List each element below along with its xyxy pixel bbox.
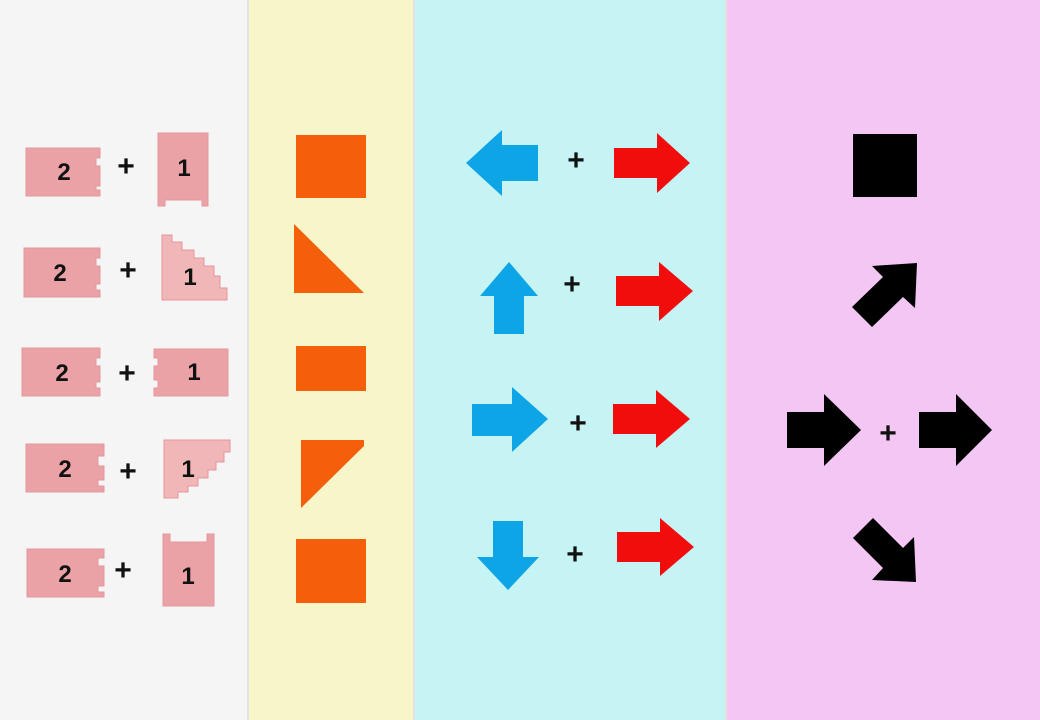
orange-square	[296, 135, 366, 198]
piece-two	[25, 147, 101, 197]
arrow-row-4: +	[477, 518, 694, 590]
results-column	[726, 0, 1040, 720]
black-right-arrow	[919, 394, 992, 466]
piece-two	[23, 247, 101, 298]
plus-sign: +	[563, 268, 581, 301]
red-right-arrow	[617, 518, 694, 576]
piece-two	[26, 548, 105, 598]
plus-sign: +	[567, 144, 585, 177]
black-down-right-arrow	[853, 518, 916, 582]
plus-sign: +	[566, 538, 584, 571]
blue-up-arrow	[480, 262, 538, 334]
black-right-arrow	[787, 394, 861, 466]
column-divider	[413, 0, 415, 720]
plus-sign: +	[114, 554, 132, 587]
puzzle-pieces: 2 + 1 2 + 1 2 + 1 2 + 1 2 + 1	[21, 132, 231, 607]
plus-sign: +	[569, 407, 587, 440]
orange-rectangle	[296, 346, 366, 391]
arrow-row-1: +	[466, 130, 690, 196]
piece-one-label: 1	[181, 456, 194, 483]
piece-row-2: 2 + 1	[23, 234, 228, 301]
piece-row-5: 2 + 1	[26, 533, 215, 607]
piece-one-label: 1	[183, 264, 196, 291]
arrow-row-3: +	[472, 387, 690, 452]
piece-one-stepped-top	[163, 439, 231, 499]
orange-square	[296, 539, 366, 603]
blue-right-arrow	[472, 387, 548, 452]
red-right-arrow	[613, 390, 690, 448]
result-icons: +	[787, 134, 992, 582]
black-square	[853, 134, 917, 197]
blue-down-arrow	[477, 521, 539, 590]
piece-two	[25, 443, 105, 493]
column-divider	[247, 0, 249, 720]
arrow-row-2: +	[480, 262, 693, 334]
blue-left-arrow	[466, 130, 538, 196]
plus-sign: +	[879, 417, 897, 450]
piece-one-notched-top	[162, 533, 215, 607]
arrows-column	[414, 0, 726, 720]
red-right-arrow	[616, 262, 693, 321]
column-divider	[725, 0, 727, 720]
black-up-right-arrow	[852, 263, 917, 327]
piece-two-label: 2	[55, 360, 68, 387]
plus-sign: +	[119, 254, 137, 287]
piece-row-3: 2 + 1	[21, 347, 229, 397]
piece-two-label: 2	[53, 260, 66, 287]
piece-one-label: 1	[181, 563, 194, 590]
piece-two-label: 2	[58, 456, 71, 483]
piece-two	[21, 347, 101, 397]
plus-sign: +	[119, 455, 137, 488]
piece-one-label: 1	[187, 359, 200, 386]
piece-one-stepped	[161, 234, 228, 301]
plus-sign: +	[117, 150, 135, 183]
orange-right-triangle-flipped	[301, 440, 364, 508]
arrow-combinations: + + + +	[466, 130, 694, 590]
piece-row-1: 2 + 1	[25, 132, 209, 207]
piece-two-label: 2	[57, 159, 70, 186]
piece-one-notched-bottom	[157, 132, 209, 207]
plus-sign: +	[118, 357, 136, 390]
orange-right-triangle	[294, 224, 364, 293]
piece-two-label: 2	[58, 561, 71, 588]
orange-shapes	[294, 135, 366, 603]
piece-row-4: 2 + 1	[25, 439, 231, 499]
piece-one-notched-left	[153, 348, 229, 397]
piece-one-label: 1	[177, 155, 190, 182]
red-right-arrow	[614, 133, 690, 193]
